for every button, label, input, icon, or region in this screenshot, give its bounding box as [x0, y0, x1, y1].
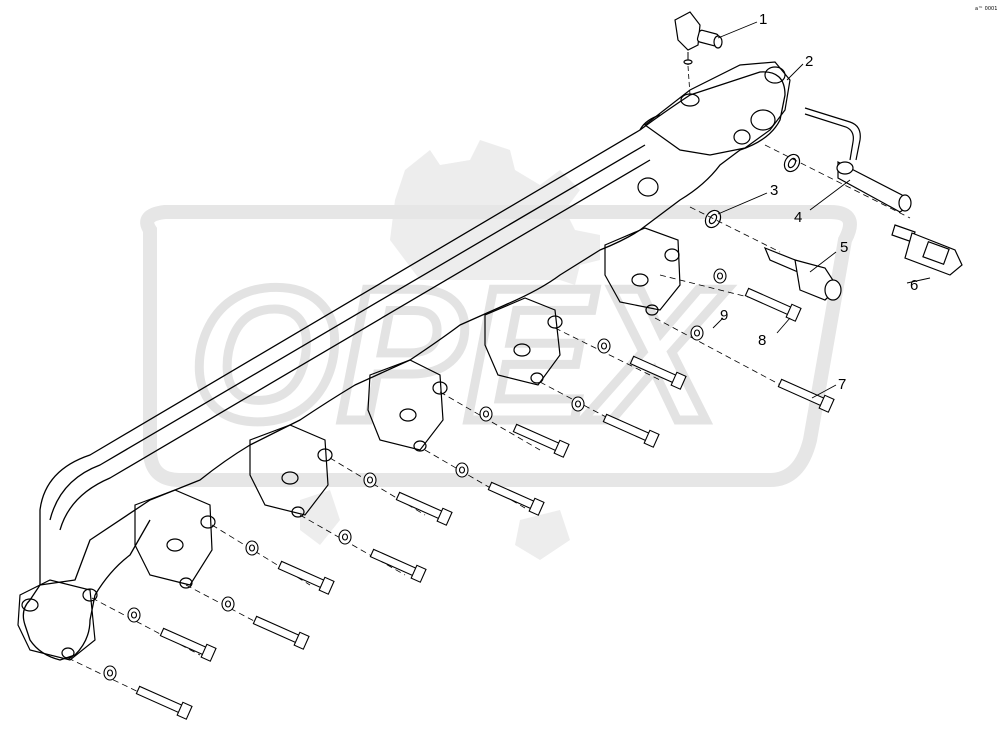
sensor-part-5: [763, 246, 842, 301]
callout-3: 3: [770, 182, 778, 199]
boss-1: [17, 579, 98, 661]
callout-1: 1: [759, 11, 767, 28]
seal-rings-part-3: [704, 153, 801, 229]
callout-labels: 1 2 3 4 5 6 7 8 9: [720, 11, 918, 393]
assembly-line-part-1: [687, 65, 691, 96]
boss-2: [134, 489, 216, 589]
callout-5: 5: [840, 239, 848, 256]
mounting-bosses: [17, 61, 791, 661]
callout-6: 6: [910, 277, 918, 294]
boss-3: [249, 424, 333, 518]
fuel-rail-manifold: [22, 71, 786, 661]
callout-8: 8: [758, 332, 766, 349]
boss-6: [604, 227, 681, 316]
tube-part-4: [804, 107, 912, 213]
boss-5: [484, 297, 563, 386]
watermark-logo: OPEX: [140, 140, 857, 560]
reference-code: a™ 0001: [975, 6, 997, 12]
elbow-fitting-part-1: [674, 11, 723, 65]
callout-9: 9: [720, 307, 728, 324]
bolts-part-7-8: [135, 287, 835, 720]
sensor-part-6: [891, 224, 963, 276]
callout-4: 4: [794, 209, 802, 226]
boss-4: [367, 359, 448, 452]
inlet-block: [637, 61, 791, 197]
watermark-text: OPEX: [190, 249, 728, 461]
callout-2: 2: [805, 53, 813, 70]
washers-part-9: [103, 268, 727, 681]
callout-leader-lines: [712, 21, 931, 399]
callout-7: 7: [838, 376, 846, 393]
